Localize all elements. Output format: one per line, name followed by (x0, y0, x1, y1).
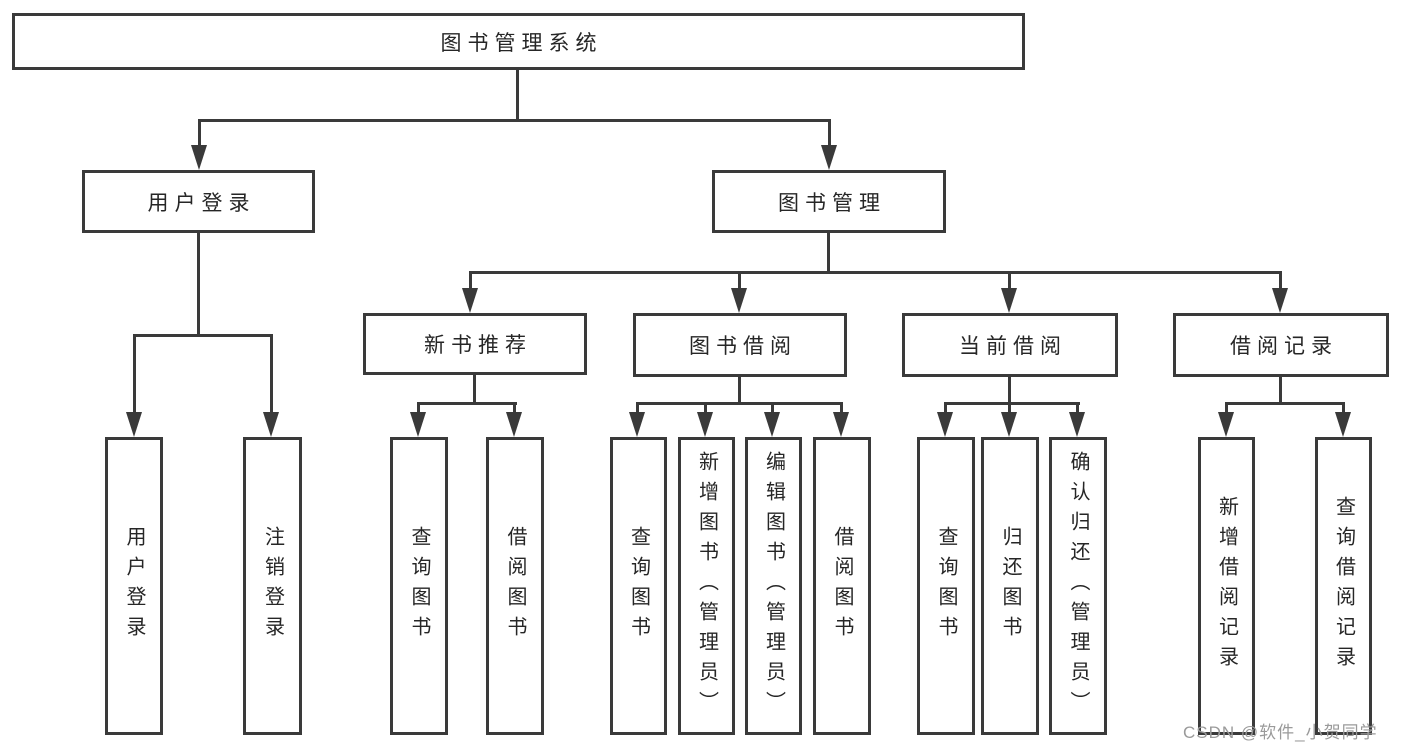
leaf-borrowing-add-books-admin: 新增图书（管理员） (678, 437, 735, 735)
leaf-records-query-borrow-record: 查询借阅记录 (1315, 437, 1372, 735)
connector-drop-leaf (840, 405, 843, 413)
leaf-records-add-borrow-record: 新增借阅记录 (1198, 437, 1255, 735)
arrowhead-down-icon (126, 412, 142, 437)
arrowhead-down-icon (1272, 288, 1288, 313)
connector-current-borrowing-bar (944, 402, 1080, 405)
arrowhead-down-icon (731, 288, 747, 313)
connector-drop-leaf (771, 405, 774, 413)
leaf-label: 新增图书（管理员） (695, 451, 718, 721)
connector-drop-leaf-logout (270, 337, 273, 413)
node-library-management-system: 图书管理系统 (12, 13, 1025, 70)
leaf-label: 新增借阅记录 (1215, 496, 1238, 676)
connector-drop-new-book (469, 274, 472, 289)
arrowhead-down-icon (191, 145, 207, 170)
arrowhead-down-icon (506, 412, 522, 437)
arrowhead-down-icon (629, 412, 645, 437)
node-label: 当前借阅 (959, 335, 1067, 358)
connector-root-bar (198, 119, 831, 122)
connector-drop-leaf (704, 405, 707, 413)
connector-drop-leaf (513, 405, 516, 413)
leaf-label: 查询借阅记录 (1332, 496, 1355, 676)
connector-root-stem (516, 70, 519, 121)
connector-drop-book-management (828, 122, 831, 146)
connector-book-management-stem (827, 233, 830, 273)
leaf-user-login: 用户登录 (105, 437, 163, 735)
connector-current-borrowing-stem (1008, 377, 1011, 404)
node-user-login-group: 用户登录 (82, 170, 315, 233)
arrowhead-down-icon (462, 288, 478, 313)
connector-drop-leaf (1225, 405, 1228, 413)
leaf-label: 查询图书 (935, 526, 957, 646)
connector-drop-leaf (1008, 405, 1011, 413)
node-label: 用户登录 (147, 191, 256, 215)
leaf-borrowing-query-books: 查询图书 (610, 437, 667, 735)
connector-drop-leaf (417, 405, 420, 413)
leaf-borrowing-borrow-books: 借阅图书 (813, 437, 871, 735)
leaf-current-return-books: 归还图书 (981, 437, 1039, 735)
node-label: 新书推荐 (424, 334, 532, 357)
connector-book-borrowing-stem (738, 377, 741, 404)
connector-user-login-bar (133, 334, 273, 337)
arrowhead-down-icon (833, 412, 849, 437)
connector-user-login-stem (197, 233, 200, 336)
leaf-recommend-query-books: 查询图书 (390, 437, 448, 735)
node-borrow-records: 借阅记录 (1173, 313, 1389, 377)
leaf-label: 用户登录 (123, 526, 145, 646)
leaf-label: 归还图书 (999, 526, 1021, 646)
node-current-borrowing: 当前借阅 (902, 313, 1118, 377)
arrowhead-down-icon (697, 412, 713, 437)
arrowhead-down-icon (821, 145, 837, 170)
node-label: 借阅记录 (1230, 335, 1338, 358)
connector-drop-current-borrowing (1008, 274, 1011, 289)
arrowhead-down-icon (937, 412, 953, 437)
connector-drop-leaf (1342, 405, 1345, 413)
connector-borrow-records-stem (1279, 377, 1282, 404)
connector-drop-leaf (1076, 405, 1079, 413)
leaf-logout: 注销登录 (243, 437, 302, 735)
leaf-current-confirm-return-admin: 确认归还（管理员） (1049, 437, 1107, 735)
leaf-label: 注销登录 (261, 526, 284, 646)
connector-new-book-bar (417, 402, 517, 405)
connector-drop-leaf-user-login (133, 337, 136, 413)
node-book-borrowing: 图书借阅 (633, 313, 847, 377)
leaf-borrowing-edit-books-admin: 编辑图书（管理员） (745, 437, 802, 735)
leaf-label: 借阅图书 (504, 526, 526, 646)
node-new-book-recommend: 新书推荐 (363, 313, 587, 375)
node-label: 图书管理 (778, 191, 886, 215)
node-label: 图书管理系统 (440, 31, 603, 55)
arrowhead-down-icon (764, 412, 780, 437)
arrowhead-down-icon (1069, 412, 1085, 437)
leaf-label: 编辑图书（管理员） (762, 451, 785, 721)
node-book-management: 图书管理 (712, 170, 946, 233)
connector-new-book-stem (473, 375, 476, 404)
arrowhead-down-icon (263, 412, 279, 437)
arrowhead-down-icon (1335, 412, 1351, 437)
connector-drop-borrow-records (1279, 274, 1282, 289)
connector-book-borrowing-bar (636, 402, 843, 405)
connector-drop-book-borrowing (738, 274, 741, 289)
leaf-label: 借阅图书 (831, 526, 853, 646)
leaf-label: 确认归还（管理员） (1067, 451, 1089, 721)
connector-book-management-bar (469, 271, 1282, 274)
arrowhead-down-icon (410, 412, 426, 437)
csdn-watermark: CSDN @软件_小贺同学 (1183, 723, 1378, 742)
leaf-label: 查询图书 (408, 526, 430, 646)
node-label: 图书借阅 (689, 335, 797, 358)
arrowhead-down-icon (1001, 288, 1017, 313)
arrowhead-down-icon (1218, 412, 1234, 437)
connector-borrow-records-bar (1225, 402, 1345, 405)
arrowhead-down-icon (1001, 412, 1017, 437)
connector-drop-user-login (198, 122, 201, 146)
leaf-current-query-books: 查询图书 (917, 437, 975, 735)
leaf-label: 查询图书 (627, 526, 650, 646)
connector-drop-leaf (636, 405, 639, 413)
leaf-recommend-borrow-books: 借阅图书 (486, 437, 544, 735)
connector-drop-leaf (944, 405, 947, 413)
